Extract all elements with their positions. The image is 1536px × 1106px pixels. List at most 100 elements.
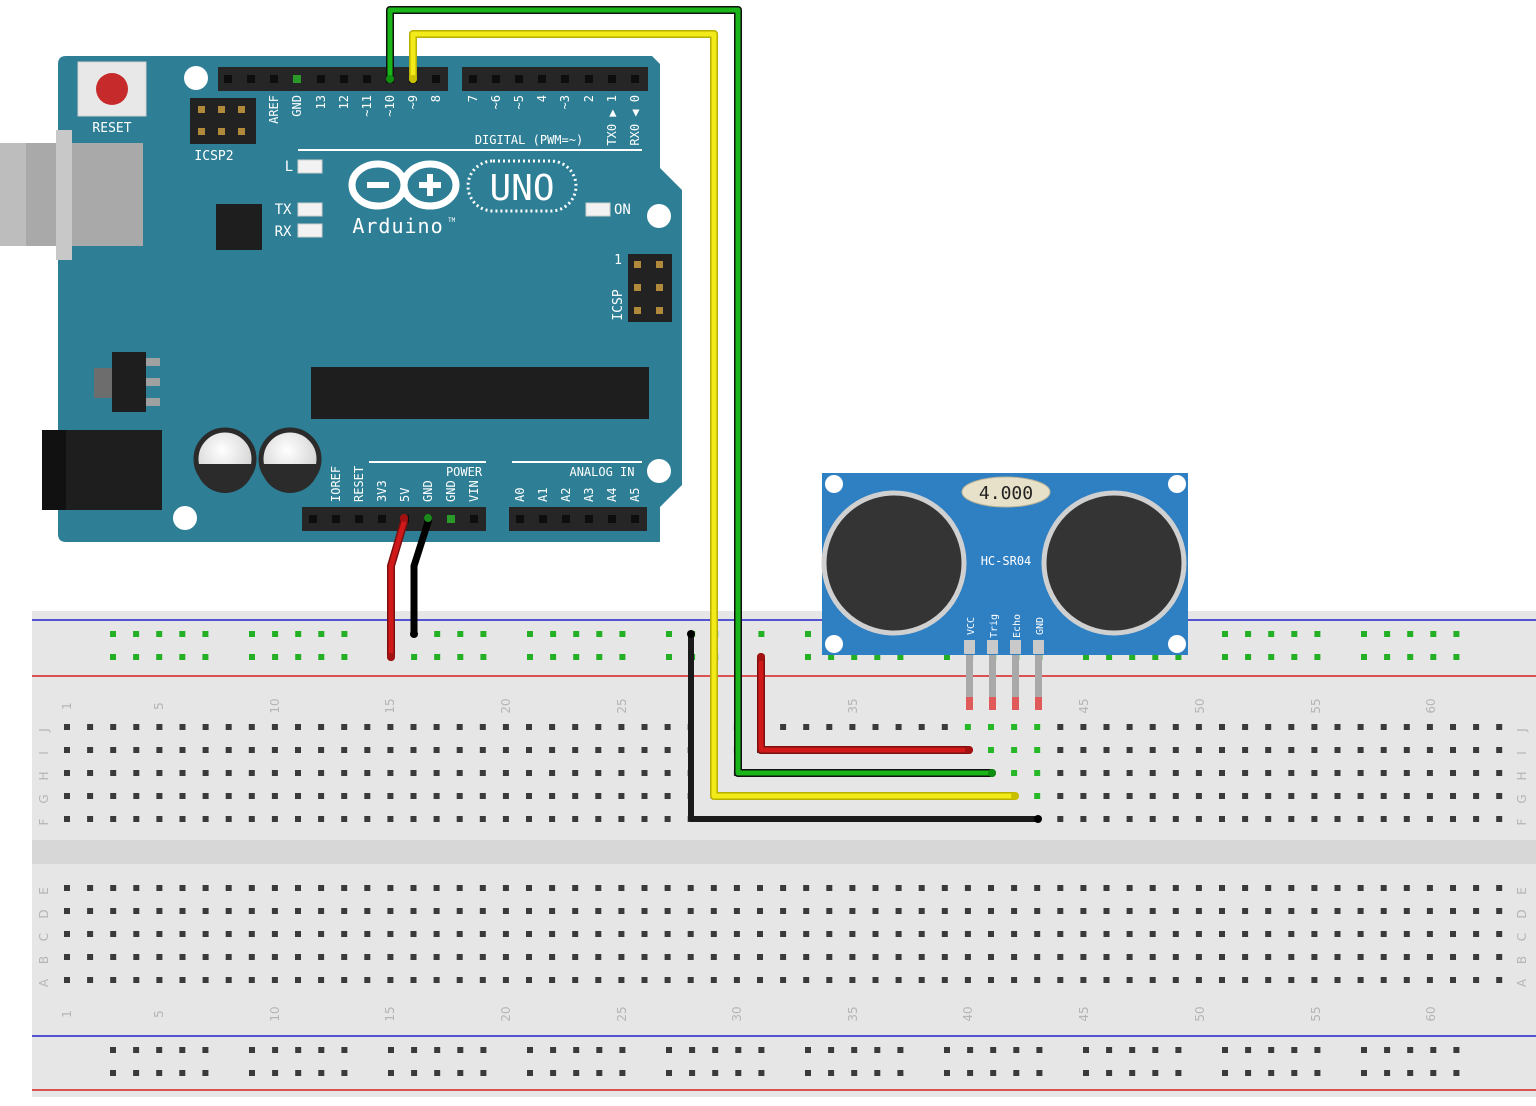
- breadboard-hole: [1242, 931, 1249, 937]
- breadboard-hole: [110, 793, 117, 799]
- icsp-pin: [656, 261, 663, 268]
- reset-button-cap[interactable]: [96, 73, 128, 105]
- breadboard-hole: [1011, 724, 1018, 730]
- analog-label: ANALOG IN: [569, 465, 634, 479]
- breadboard-hole: [1057, 977, 1064, 983]
- breadboard-hole: [872, 885, 879, 891]
- breadboard-hole: [271, 770, 278, 776]
- breadboard-hole: [318, 793, 325, 799]
- rail-hole: [110, 654, 116, 660]
- breadboard-hole: [479, 770, 486, 776]
- breadboard-hole: [988, 908, 994, 914]
- breadboard-center-channel: [32, 840, 1536, 864]
- led-rx-label: RX: [275, 224, 292, 240]
- breadboard-hole: [1126, 770, 1133, 776]
- breadboard-hole: [780, 885, 787, 891]
- breadboard-hole: [826, 908, 833, 914]
- wire-end: [409, 75, 417, 83]
- breadboard-hole: [433, 793, 440, 799]
- breadboard-hole: [1450, 770, 1456, 776]
- rail-hole: [1106, 1070, 1113, 1076]
- rail-hole: [1245, 1070, 1252, 1076]
- breadboard-hole: [988, 885, 994, 891]
- breadboard-hole: [1450, 885, 1456, 891]
- breadboard-hole: [1080, 816, 1087, 822]
- breadboard-hole: [1311, 770, 1318, 776]
- breadboard-hole: [526, 747, 532, 753]
- breadboard-hole: [1195, 977, 1202, 983]
- breadboard-hole: [780, 977, 787, 983]
- breadboard-hole: [641, 908, 648, 914]
- wire-end: [424, 514, 432, 522]
- rail-hole: [1152, 1070, 1159, 1076]
- column-number-55-bottom: 55: [1309, 1006, 1323, 1021]
- breadboard-hole: [1011, 747, 1018, 753]
- icsp-pin1-label: 1: [614, 253, 622, 268]
- breadboard-hole: [1034, 977, 1041, 983]
- breadboard-hole: [1357, 931, 1364, 937]
- breadboard-hole: [1080, 885, 1087, 891]
- rail-hole: [341, 631, 348, 637]
- row-letter-f: F: [37, 818, 51, 825]
- rail-hole: [1314, 631, 1321, 637]
- breadboard-hole: [1242, 885, 1249, 891]
- rail-hole: [619, 654, 626, 660]
- breadboard-hole: [156, 885, 163, 891]
- breadboard-hole: [1380, 747, 1387, 753]
- breadboard-hole: [502, 954, 509, 960]
- icsp-pin: [634, 261, 641, 268]
- wire-end: [757, 653, 765, 661]
- breadboard-hole: [1126, 793, 1133, 799]
- breadboard-hole: [1357, 816, 1364, 822]
- wire-end: [1034, 815, 1042, 823]
- rail-hole: [1222, 654, 1228, 660]
- breadboard-hole: [1334, 816, 1341, 822]
- header-socket: [317, 75, 325, 83]
- header-socket: [355, 515, 363, 523]
- rail-hole: [1245, 1047, 1252, 1053]
- breadboard-hole: [1103, 816, 1110, 822]
- breadboard-hole: [641, 724, 648, 730]
- rail-hole: [1106, 654, 1113, 660]
- digital-pin-label: 8: [429, 95, 443, 102]
- breadboard-hole: [595, 724, 602, 730]
- header-socket: [309, 515, 317, 523]
- breadboard-hole: [1311, 747, 1318, 753]
- breadboard-hole: [1172, 770, 1179, 776]
- breadboard-hole: [918, 908, 925, 914]
- rail-hole: [272, 631, 279, 637]
- rail-hole: [897, 1047, 904, 1053]
- power-pin-label: RESET: [352, 466, 366, 502]
- breadboard-hole: [1426, 885, 1433, 891]
- breadboard-hole: [988, 977, 994, 983]
- mounting-hole: [647, 204, 671, 228]
- rail-hole: [527, 654, 533, 660]
- breadboard-hole: [110, 816, 117, 822]
- hc-sr04-sensor: 4.000 HC-SR04 VCC Trig Echo GND: [821, 473, 1188, 710]
- breadboard-hole: [1473, 816, 1480, 822]
- rail-hole: [712, 1047, 719, 1053]
- breadboard-hole: [710, 885, 717, 891]
- breadboard-hole: [1242, 977, 1249, 983]
- rail-hole: [341, 1047, 348, 1053]
- rail-hole: [1453, 1047, 1460, 1053]
- breadboard-hole: [387, 931, 394, 937]
- led-on-label: ON: [614, 202, 631, 218]
- breadboard-hole: [1380, 793, 1387, 799]
- breadboard-hole: [988, 747, 994, 753]
- breadboard-hole: [872, 724, 879, 730]
- breadboard-hole: [1334, 931, 1341, 937]
- breadboard-hole: [202, 954, 209, 960]
- icsp-pins: [634, 261, 663, 314]
- breadboard-hole: [271, 908, 278, 914]
- breadboard-hole: [133, 977, 140, 983]
- row-letter-b-right: B: [1515, 956, 1529, 964]
- breadboard-hole: [1403, 954, 1410, 960]
- breadboard-hole: [202, 724, 209, 730]
- breadboard-hole: [1473, 793, 1480, 799]
- breadboard-hole: [1496, 793, 1503, 799]
- rail-hole: [967, 1070, 974, 1076]
- rail-hole: [874, 1047, 881, 1053]
- header-socket: [247, 75, 255, 83]
